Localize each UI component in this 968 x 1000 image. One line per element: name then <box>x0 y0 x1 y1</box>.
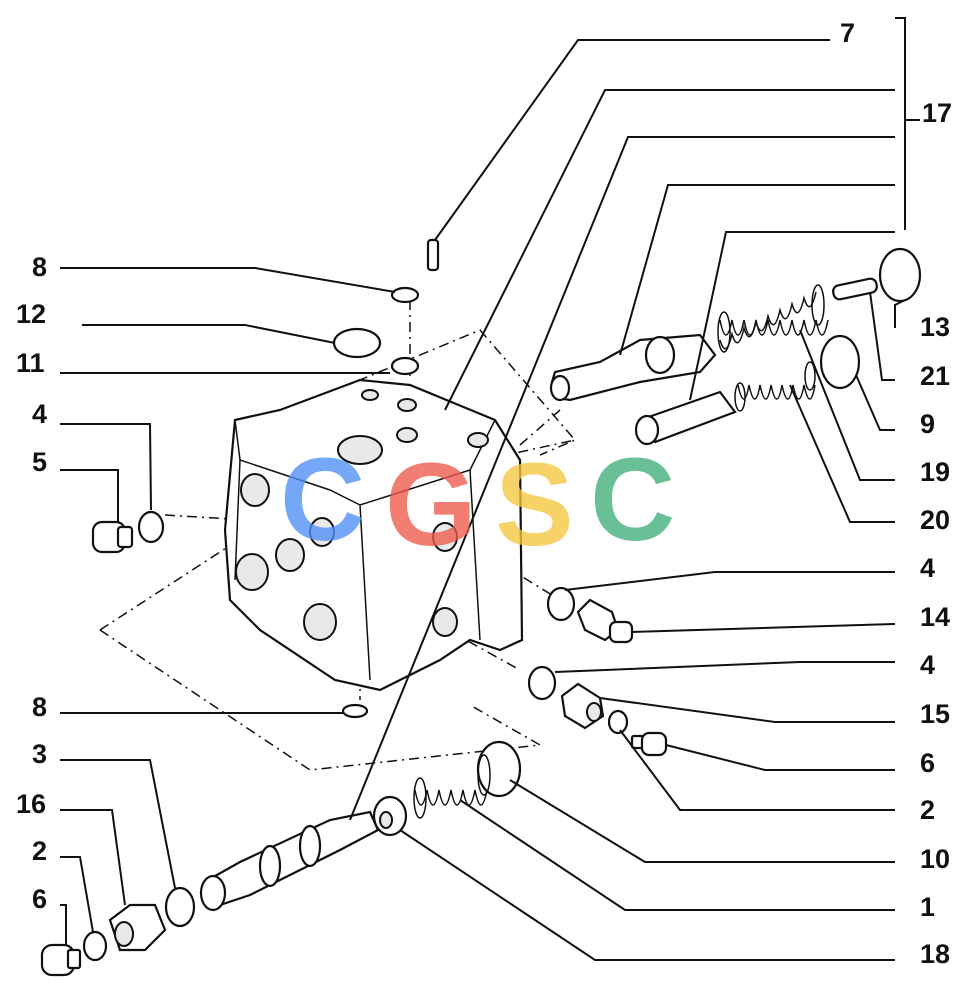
callout-label: 16 <box>16 789 46 819</box>
callout-label: 11 <box>16 348 45 378</box>
port-hole <box>235 553 269 591</box>
callout-label: 20 <box>920 505 950 535</box>
adapter-fitting <box>560 682 605 730</box>
callout-label: 6 <box>920 748 935 778</box>
sealing-washer <box>546 586 576 622</box>
sealing-washer <box>137 510 165 544</box>
callout-label: 4 <box>920 650 935 680</box>
watermark-logo: C G S C <box>280 434 675 571</box>
seal-ring <box>332 327 382 359</box>
sensor-plug <box>576 598 634 644</box>
watermark-letter: S <box>495 439 574 571</box>
copper-washer <box>607 709 629 735</box>
callout-label: 4 <box>32 399 47 429</box>
sealing-washer <box>527 665 557 701</box>
callout-label: 15 <box>920 699 950 729</box>
small-screw <box>630 731 668 757</box>
callout-label: 13 <box>920 312 950 342</box>
callout-label: 12 <box>16 299 46 329</box>
port-hole <box>432 607 458 637</box>
callout-label: 17 <box>922 98 952 128</box>
spring-seat <box>372 795 408 837</box>
port-hole <box>397 398 417 412</box>
callout-label: 18 <box>920 939 950 969</box>
callout-label: 3 <box>32 739 47 769</box>
watermark-letter: C <box>590 434 675 566</box>
callout-label: 21 <box>920 361 950 391</box>
port-hole <box>240 473 270 507</box>
drain-screw <box>40 943 82 977</box>
valve-body <box>223 378 524 692</box>
port-hole <box>396 427 418 443</box>
callout-labels: 7 17 8 12 11 4 5 13 21 9 19 20 4 14 4 15… <box>16 18 952 969</box>
inner-spring <box>734 361 816 412</box>
callout-label: 8 <box>32 252 47 282</box>
guide-pin <box>832 277 878 301</box>
callout-label: 2 <box>32 836 47 866</box>
callout-label: 2 <box>920 795 935 825</box>
upper-spring <box>717 284 829 353</box>
upper-spool <box>549 333 717 402</box>
callout-label: 8 <box>32 692 47 722</box>
callout-label: 5 <box>32 447 47 477</box>
watermark-letter: C <box>280 434 365 566</box>
callout-label: 4 <box>920 553 935 583</box>
callout-label: 14 <box>920 602 950 632</box>
piston-sleeve <box>634 390 737 446</box>
leader-lines <box>60 17 920 961</box>
shim-ring <box>476 740 522 798</box>
o-ring <box>164 886 196 928</box>
port-hole <box>303 603 337 641</box>
lower-spool <box>199 810 380 912</box>
callout-label: 1 <box>920 892 935 922</box>
port-hole <box>337 435 383 465</box>
shim-ring <box>819 334 861 390</box>
o-ring <box>390 286 420 304</box>
callout-label: 9 <box>920 409 935 439</box>
callout-label: 7 <box>840 18 855 48</box>
callout-label: 10 <box>920 844 950 874</box>
port-hole <box>275 538 305 572</box>
copper-washer <box>82 930 108 962</box>
roll-pin <box>426 238 440 272</box>
o-ring <box>341 703 369 719</box>
shim-ring <box>878 247 922 303</box>
callout-label: 19 <box>920 457 950 487</box>
watermark-letter: G <box>385 439 477 571</box>
port-hole <box>467 432 489 448</box>
callout-label: 6 <box>32 884 47 914</box>
port-hole <box>432 522 458 552</box>
o-ring <box>390 356 420 376</box>
plug-left <box>91 520 134 554</box>
lower-spring <box>413 754 491 819</box>
port-hole <box>361 389 379 401</box>
port-hole <box>309 517 335 547</box>
lower-cap <box>108 903 167 952</box>
